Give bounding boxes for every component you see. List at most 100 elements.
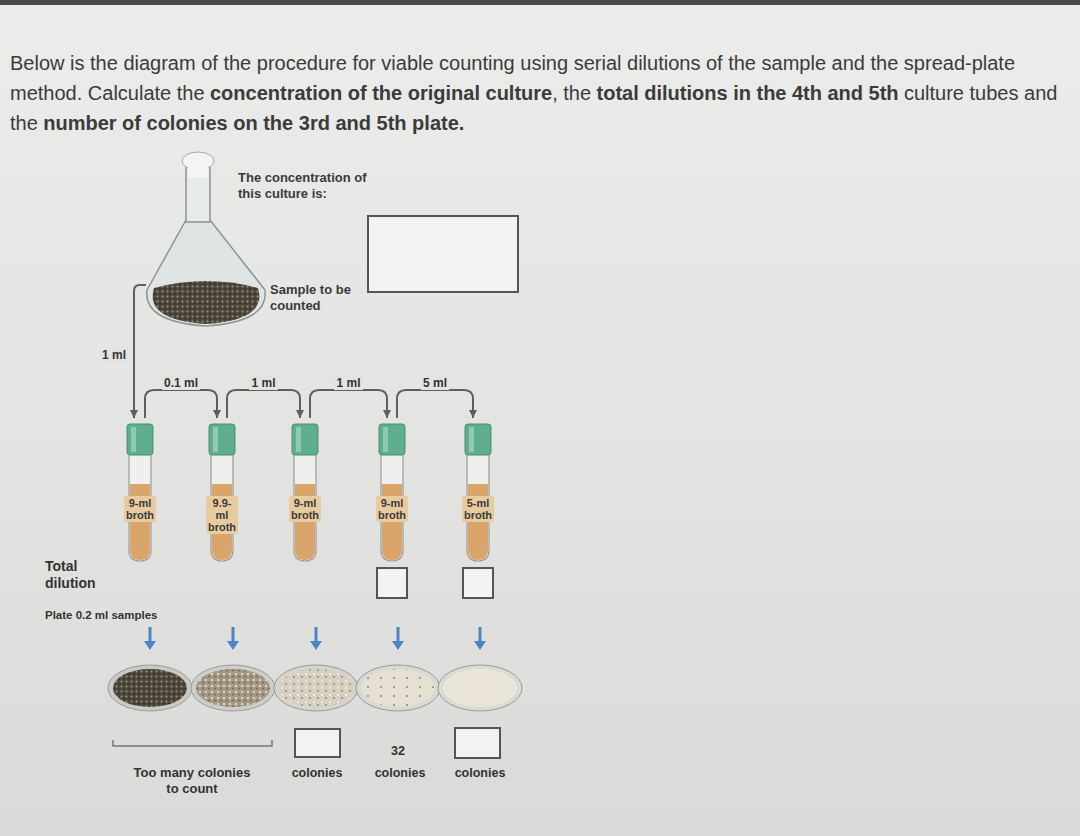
arrow-head (469, 410, 477, 418)
text-wrapper: 9-ml broth (277, 496, 333, 523)
volume-label: 1 ml (334, 376, 362, 390)
plate-agar (443, 669, 517, 707)
text-wrapper: 9.9-ml broth (194, 496, 250, 535)
arrow-shaft (479, 627, 482, 642)
broth-label: 9.9-ml broth (206, 496, 238, 534)
answer-box (463, 568, 493, 598)
text-wrapper: 9-ml broth (112, 496, 168, 523)
plate-caption: Too many colonies to count (127, 765, 257, 797)
answer-box (455, 728, 500, 758)
broth-label: 9-ml broth (289, 496, 321, 522)
answer-box (377, 568, 407, 598)
text-wrapper: 9-ml broth (364, 496, 420, 523)
flask-label: Sample to be counted (270, 282, 352, 314)
arrow-head (392, 641, 404, 650)
volume-label: 1 ml (100, 348, 128, 362)
culture-flask: The concentration of this culture is: Sam… (146, 150, 446, 340)
dilution-tube: 9-ml broth (364, 418, 420, 563)
cotton-plug (188, 164, 208, 178)
transfer-line (310, 390, 387, 418)
tube-cap (465, 424, 491, 455)
question-text: Below is the diagram of the procedure fo… (10, 48, 1072, 138)
dilution-tube: 9-ml broth (277, 418, 333, 563)
top-bar (0, 0, 1080, 5)
transfer-line (227, 390, 300, 418)
volume-label: 1 ml (249, 376, 277, 390)
tube-cap (209, 424, 235, 455)
arrow-shaft (315, 627, 318, 642)
tube-shape (364, 418, 420, 563)
question-part: , the (552, 82, 591, 104)
label-wrapper: Plate 0.2 ml samples (45, 608, 245, 622)
transfer-line (397, 390, 473, 418)
label-wrapper: colonies (445, 766, 515, 781)
broth-label: 9-ml broth (376, 496, 408, 522)
arrow-head (310, 641, 322, 650)
question-part: number of colonies on the 3rd and 5th pl… (43, 112, 464, 134)
label-wrapper: 1 ml (100, 345, 128, 363)
plate-agar (196, 669, 270, 707)
volume-label: 0.1 ml (162, 376, 200, 390)
dilution-tube: 9-ml broth (112, 418, 168, 563)
cap-highlight (469, 427, 474, 452)
volume-label: 5 ml (421, 376, 449, 390)
label-wrapper: 1 ml (249, 373, 277, 391)
tube-shape (194, 418, 250, 563)
petri-plates (108, 665, 522, 711)
tube-cap (379, 424, 405, 455)
plate-rim (356, 665, 440, 711)
arrow-head (227, 641, 239, 650)
dilution-tube: 5-ml broth (450, 418, 506, 563)
plate-caption: colonies (365, 766, 435, 781)
answer-box (368, 216, 518, 292)
arrow-head (474, 641, 486, 650)
flask-heading: The concentration of this culture is: (238, 170, 388, 202)
arrow-head (296, 410, 304, 418)
arrow-shaft (149, 627, 152, 642)
row-label: Plate 0.2 ml samples (45, 608, 245, 622)
question-part: concentration of the original culture (210, 82, 552, 104)
tube-shape (277, 418, 333, 563)
label-wrapper: 5 ml (421, 373, 449, 391)
row-label: Total dilution (45, 558, 117, 592)
transfer-line (145, 390, 217, 418)
broth-label: 5-ml broth (462, 496, 494, 522)
plate-agar (279, 669, 353, 707)
label-wrapper: Too many colonies to count (127, 765, 257, 797)
label-wrapper: 32 (378, 744, 418, 759)
arrow-shaft (232, 627, 235, 642)
plate-caption: colonies (445, 766, 515, 781)
plate-arrows (144, 627, 486, 650)
cap-highlight (213, 427, 218, 452)
flask-neck (186, 162, 210, 222)
cap-highlight (131, 427, 136, 452)
answer-box (295, 729, 340, 757)
plate-agar (361, 669, 435, 707)
bracket (113, 740, 272, 746)
plate-rim (438, 665, 522, 711)
plate-agar (113, 669, 187, 707)
label-wrapper: Total dilution (45, 558, 117, 592)
arrow-head (213, 410, 221, 418)
label-wrapper: 0.1 ml (162, 373, 200, 391)
plate-rim (274, 665, 358, 711)
label-wrapper: colonies (282, 766, 352, 781)
tube-shape (112, 418, 168, 563)
text-wrapper: 5-ml broth (450, 496, 506, 523)
plate-caption: colonies (282, 766, 352, 781)
flask-body (147, 220, 265, 326)
question-part: total dilutions in the (597, 82, 787, 104)
arrow-head (144, 641, 156, 650)
label-wrapper: 1 ml (334, 373, 362, 391)
question-part: 4th and 5th (792, 82, 899, 104)
text-wrapper: Sample to be counted (270, 282, 352, 314)
text-wrapper: The concentration of this culture is: (238, 170, 388, 202)
tube-shape (450, 418, 506, 563)
tube-cap (292, 424, 318, 455)
plate-rim (191, 665, 275, 711)
tube-cap (127, 424, 153, 455)
colony-count: 32 (378, 744, 418, 759)
